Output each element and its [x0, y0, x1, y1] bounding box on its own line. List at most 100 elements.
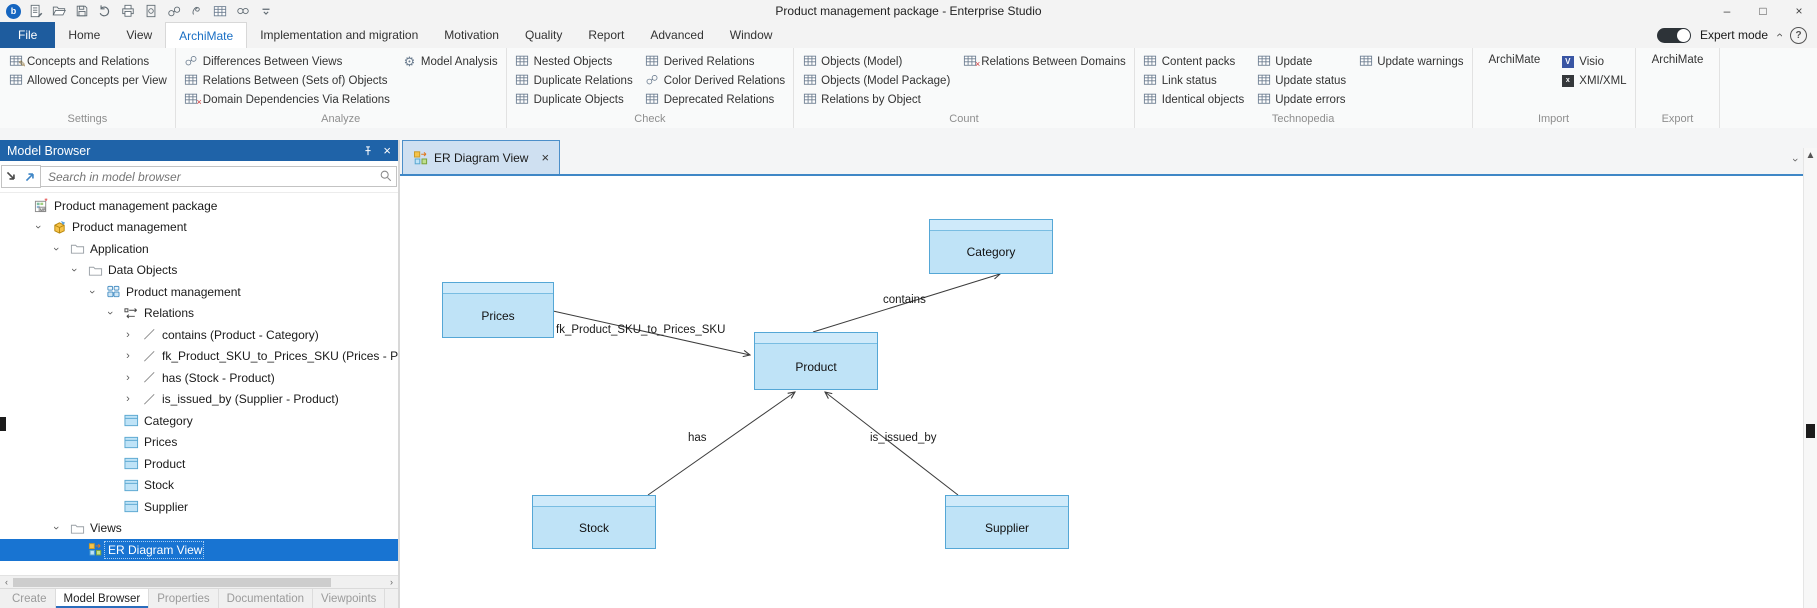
tree-item-application[interactable]: ›Application	[0, 238, 398, 260]
print-preview-icon[interactable]	[143, 3, 159, 19]
close-tab-icon[interactable]: ×	[541, 150, 550, 165]
relation-label-is-issued-by[interactable]: is_issued_by	[870, 432, 937, 444]
tree-item-supplier[interactable]: Supplier	[0, 496, 398, 518]
help-icon[interactable]: ?	[1790, 26, 1807, 44]
relations-between-sets-of-objects-button[interactable]: Relations Between (Sets of) Objects	[184, 71, 390, 90]
chevron-down-icon[interactable]: ›	[104, 311, 116, 316]
relation-label-has[interactable]: has	[688, 432, 707, 444]
toolbar-overflow-icon[interactable]	[258, 3, 274, 19]
duplicate-objects-button[interactable]: Duplicate Objects	[515, 90, 633, 109]
print-icon[interactable]	[120, 3, 136, 19]
update-warnings-button[interactable]: Update warnings	[1358, 52, 1464, 71]
tree-item-is-issued-by-supplier-product-[interactable]: ›is_issued_by (Supplier - Product)	[0, 389, 398, 411]
relation-label-contains[interactable]: contains	[883, 294, 926, 306]
tree-item-product-management[interactable]: ›Product management	[0, 217, 398, 239]
ribbon-tab-file[interactable]: File	[0, 22, 56, 48]
search-icon[interactable]	[379, 169, 393, 183]
maximize-button[interactable]: □	[1759, 4, 1767, 18]
relations-by-object-button[interactable]: Relations by Object	[802, 90, 950, 109]
ribbon-tab-window[interactable]: Window	[729, 28, 773, 42]
tree-item-er-diagram-view[interactable]: ER Diagram View	[0, 539, 398, 561]
tab-list-dropdown-icon[interactable]: ›	[1789, 158, 1802, 162]
concepts-and-relations-button[interactable]: ✎Concepts and Relations	[8, 52, 167, 71]
derived-relations-button[interactable]: Derived Relations	[645, 52, 785, 71]
link-status-button[interactable]: Link status	[1143, 71, 1244, 90]
locate-in-model-icon[interactable]	[2, 166, 21, 187]
new-model-icon[interactable]	[28, 3, 44, 19]
report-icon[interactable]	[212, 3, 228, 19]
relations-between-domains-button[interactable]: ×Relations Between Domains	[962, 52, 1126, 71]
tree-item-contains-product-category-[interactable]: ›contains (Product - Category)	[0, 324, 398, 346]
identical-objects-button[interactable]: Identical objects	[1143, 90, 1244, 109]
expert-mode-toggle[interactable]	[1656, 27, 1691, 43]
model-analysis-button[interactable]: ⚙Model Analysis	[402, 52, 498, 71]
tree-item-relations[interactable]: ›Relations	[0, 303, 398, 325]
allowed-concepts-per-view-button[interactable]: Allowed Concepts per View	[8, 71, 167, 90]
export-archimate-button[interactable]: ArchiMate	[1644, 52, 1712, 66]
tree-item-product[interactable]: Product	[0, 453, 398, 475]
update-status-button[interactable]: Update status	[1256, 71, 1346, 90]
nested-objects-button[interactable]: Nested Objects	[515, 52, 633, 71]
ribbon-tab-report[interactable]: Report	[588, 28, 625, 42]
minimize-button[interactable]: –	[1723, 4, 1731, 18]
vertical-scrollbar-thumb[interactable]	[1806, 424, 1815, 438]
tree-item-fk-product-sku-to-prices-sku-p[interactable]: ›fk_Product_SKU_to_Prices_SKU (Prices - …	[0, 346, 398, 368]
chevron-right-icon[interactable]: ›	[126, 350, 130, 363]
collapse-ribbon-icon[interactable]: ›	[1772, 33, 1786, 37]
left-edge-handle[interactable]	[0, 417, 6, 431]
relation-label-fk-product-sku-to-prices-sku[interactable]: fk_Product_SKU_to_Prices_SKU	[556, 324, 726, 336]
chevron-right-icon[interactable]: ›	[126, 393, 130, 406]
chevron-down-icon[interactable]: ›	[68, 268, 80, 273]
update-button[interactable]: Update	[1256, 52, 1346, 71]
entity-product[interactable]: Product	[754, 332, 878, 390]
tree-item-product-management[interactable]: ›Product management	[0, 281, 398, 303]
tree-item-data-objects[interactable]: ›Data Objects	[0, 260, 398, 282]
tree-item-prices[interactable]: Prices	[0, 432, 398, 454]
open-icon[interactable]	[51, 3, 67, 19]
panel-tab-documentation[interactable]: Documentation	[219, 589, 314, 608]
chevron-down-icon[interactable]: ›	[50, 246, 62, 251]
tree-item-category[interactable]: Category	[0, 410, 398, 432]
chevron-down-icon[interactable]: ›	[32, 225, 44, 230]
ribbon-tab-motivation[interactable]: Motivation	[444, 28, 499, 42]
scroll-right-icon[interactable]: ›	[390, 577, 393, 587]
differences-between-views-button[interactable]: Differences Between Views	[184, 52, 390, 71]
entity-category[interactable]: Category	[929, 219, 1053, 274]
chevron-right-icon[interactable]: ›	[126, 328, 130, 341]
ribbon-tab-archimate[interactable]: ArchiMate	[165, 22, 248, 48]
import-archimate-button[interactable]: ArchiMate	[1481, 52, 1549, 66]
panel-tab-properties[interactable]: Properties	[149, 589, 219, 608]
undo-icon[interactable]	[97, 3, 113, 19]
entity-supplier[interactable]: Supplier	[945, 495, 1069, 549]
panel-tab-viewpoints[interactable]: Viewpoints	[313, 589, 386, 608]
duplicate-relations-button[interactable]: Duplicate Relations	[515, 71, 633, 90]
color-derived-relations-button[interactable]: Color Derived Relations	[645, 71, 785, 90]
differences-icon[interactable]	[166, 3, 182, 19]
tab-er-diagram-view[interactable]: ER Diagram View ×	[402, 140, 561, 174]
scroll-left-icon[interactable]: ‹	[5, 577, 8, 587]
tree-item-product-management-package[interactable]: MP*Product management package	[0, 195, 398, 217]
objects-model-package--button[interactable]: Objects (Model Package)	[802, 71, 950, 90]
chevron-right-icon[interactable]: ›	[126, 371, 130, 384]
ribbon-tab-view[interactable]: View	[126, 28, 153, 42]
save-icon[interactable]	[74, 3, 90, 19]
locate-in-view-icon[interactable]	[21, 166, 40, 187]
update-errors-button[interactable]: Update errors	[1256, 90, 1346, 109]
chevron-down-icon[interactable]: ›	[86, 289, 98, 294]
search-input[interactable]	[41, 166, 397, 187]
relations-icon[interactable]	[189, 3, 205, 19]
ribbon-tab-advanced[interactable]: Advanced	[650, 28, 704, 42]
panel-tab-create[interactable]: Create	[4, 589, 56, 608]
scrollbar-thumb[interactable]	[13, 577, 331, 587]
tree-item-has-stock-product-[interactable]: ›has (Stock - Product)	[0, 367, 398, 389]
panel-horizontal-scrollbar[interactable]: ‹ ›	[0, 575, 398, 588]
objects-model--button[interactable]: Objects (Model)	[802, 52, 950, 71]
entity-stock[interactable]: Stock	[532, 495, 656, 549]
pin-icon[interactable]	[362, 145, 374, 157]
tree-item-views[interactable]: ›Views	[0, 518, 398, 540]
link-icon[interactable]	[235, 3, 251, 19]
close-panel-icon[interactable]: ×	[383, 143, 391, 158]
